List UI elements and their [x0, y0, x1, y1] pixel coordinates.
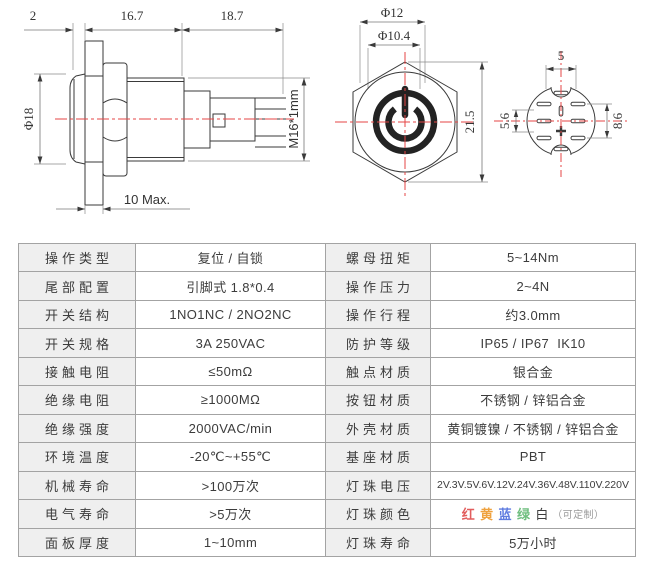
spec-value: 3A 250VAC	[136, 329, 326, 358]
spec-label: 基座材质	[326, 443, 431, 472]
dim-panel-thickness: 10 Max.	[124, 192, 170, 207]
dim-pin-pitch-right: 8.6	[610, 112, 625, 129]
spec-value: 2000VAC/min	[136, 414, 326, 444]
spec-label: 接触电阻	[19, 357, 136, 387]
dim-rear-length: 18.7	[221, 8, 244, 23]
pin-layout-drawing: 5 5.6 8.6	[494, 48, 628, 177]
spec-label: 灯珠电压	[326, 471, 431, 501]
lamp-color-blue: 蓝	[498, 507, 512, 523]
spec-value: ≤50mΩ	[136, 357, 326, 387]
spec-value: 5~14Nm	[431, 244, 636, 273]
spec-value: -20℃~+55℃	[136, 443, 326, 472]
dim-pin-pitch-left: 5.6	[497, 112, 512, 129]
side-view-drawing: 2 16.7 18.7 Φ18	[21, 8, 310, 214]
lamp-color-red: 红	[461, 507, 476, 523]
spec-label: 面板厚度	[19, 528, 136, 557]
spec-label: 绝缘电阻	[19, 386, 136, 415]
lamp-color-green: 绿	[516, 507, 531, 523]
dim-head-diameter: Φ18	[21, 108, 36, 131]
dim-front-length: 16.7	[121, 8, 144, 23]
spec-value: 黄铜镀镍 / 不锈钢 / 锌铝合金	[431, 414, 636, 444]
lamp-color-yellow: 黄	[480, 507, 494, 523]
spec-value: IP65 / IP67 IK10	[431, 329, 636, 358]
spec-value: 2~4N	[431, 272, 636, 301]
spec-value: 约3.0mm	[431, 300, 636, 330]
dim-hex-height: 21.5	[462, 111, 477, 134]
dim-bezel-diameter: Φ12	[381, 5, 404, 20]
spec-value: >100万次	[136, 471, 326, 501]
spec-value: >5万次	[136, 500, 326, 529]
spec-value: 银合金	[431, 357, 636, 387]
spec-label: 尾部配置	[19, 272, 136, 301]
spec-label: 绝缘强度	[19, 414, 136, 444]
lamp-color-white: 白	[535, 507, 549, 523]
spec-label: 开关规格	[19, 329, 136, 358]
spec-value: 5万小时	[431, 528, 636, 557]
spec-label: 操作压力	[326, 272, 431, 301]
spec-value: 不锈钢 / 锌铝合金	[431, 386, 636, 415]
spec-table: 操作类型 复位 / 自锁 螺母扭矩 5~14Nm 尾部配置 引脚式 1.8*0.…	[18, 243, 636, 557]
spec-value-lamp-colors: 红黄蓝绿白（可定制）	[431, 500, 636, 529]
spec-label: 电气寿命	[19, 500, 136, 529]
spec-label: 按钮材质	[326, 386, 431, 415]
spec-label: 灯珠颜色	[326, 500, 431, 529]
spec-value-lamp-voltage: 2V.3V.5V.6V.12V.24V.36V.48V.110V.220V	[431, 471, 636, 501]
front-view-drawing: Φ12 Φ10.4 21.5	[335, 5, 488, 197]
dim-flange: 2	[30, 8, 37, 23]
spec-label: 螺母扭矩	[326, 244, 431, 273]
spec-value: 引脚式 1.8*0.4	[136, 272, 326, 301]
spec-label: 触点材质	[326, 357, 431, 387]
dim-pin-span-top: 5	[558, 48, 565, 63]
dim-lens-diameter: Φ10.4	[378, 28, 411, 43]
spec-value: ≥1000MΩ	[136, 386, 326, 415]
spec-value: PBT	[431, 443, 636, 472]
lamp-color-note: （可定制）	[552, 510, 605, 522]
spec-label: 灯珠寿命	[326, 528, 431, 557]
spec-value: 1~10mm	[136, 528, 326, 557]
spec-label: 防护等级	[326, 329, 431, 358]
spec-value: 1NO1NC / 2NO2NC	[136, 300, 326, 330]
spec-label: 开关结构	[19, 300, 136, 330]
spec-label: 外壳材质	[326, 414, 431, 444]
spec-value: 复位 / 自锁	[136, 244, 326, 273]
spec-label: 机械寿命	[19, 471, 136, 501]
spec-label: 环境温度	[19, 443, 136, 472]
spec-label: 操作类型	[19, 244, 136, 273]
spec-label: 操作行程	[326, 300, 431, 330]
